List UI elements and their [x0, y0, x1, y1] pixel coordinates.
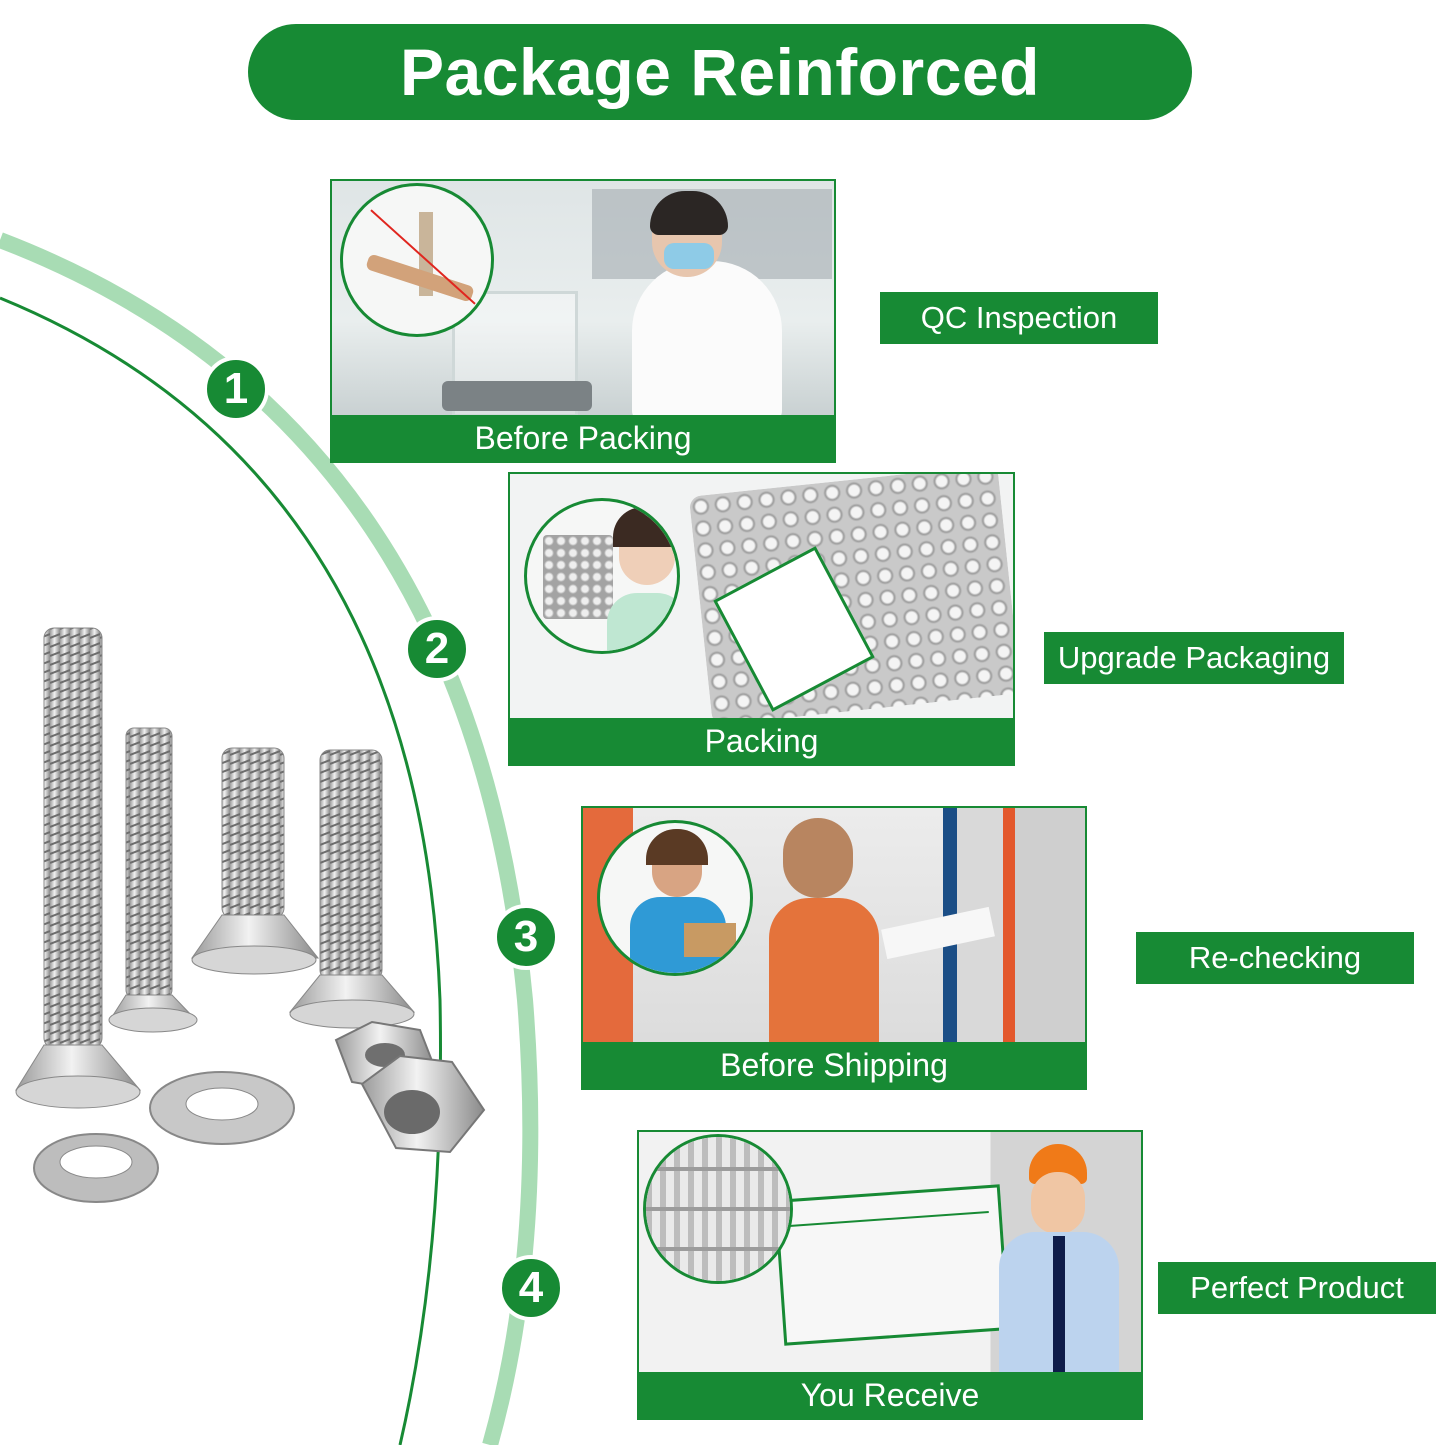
step-4-panel: You Receive: [637, 1130, 1143, 1420]
screws-compartment-inset: [643, 1134, 793, 1284]
step-number-2: 2: [404, 616, 470, 682]
step-3-caption: Before Shipping: [583, 1042, 1085, 1088]
page-title: Package Reinforced: [400, 35, 1040, 109]
worker-with-box-inset: [597, 820, 753, 976]
step-2-panel: Packing: [508, 472, 1015, 766]
step-4-caption: You Receive: [639, 1372, 1141, 1418]
step-3-label: Re-checking: [1136, 932, 1414, 984]
mailer-model-inset: [524, 498, 680, 654]
step-2-caption: Packing: [510, 718, 1013, 764]
step-number-4: 4: [498, 1255, 564, 1321]
step-1-caption: Before Packing: [332, 415, 834, 461]
screws-and-nuts-image: [15, 627, 486, 1203]
step-2-label: Upgrade Packaging: [1044, 632, 1344, 684]
step-number-3: 3: [493, 904, 559, 970]
screw-closeup-inset: [340, 183, 494, 337]
step-1-panel: Before Packing: [330, 179, 836, 463]
title-banner: Package Reinforced: [248, 24, 1192, 120]
step-3-panel: Before Shipping: [581, 806, 1087, 1090]
step-1-label: QC Inspection: [880, 292, 1158, 344]
step-4-label: Perfect Product: [1158, 1262, 1436, 1314]
step-number-1: 1: [203, 356, 269, 422]
